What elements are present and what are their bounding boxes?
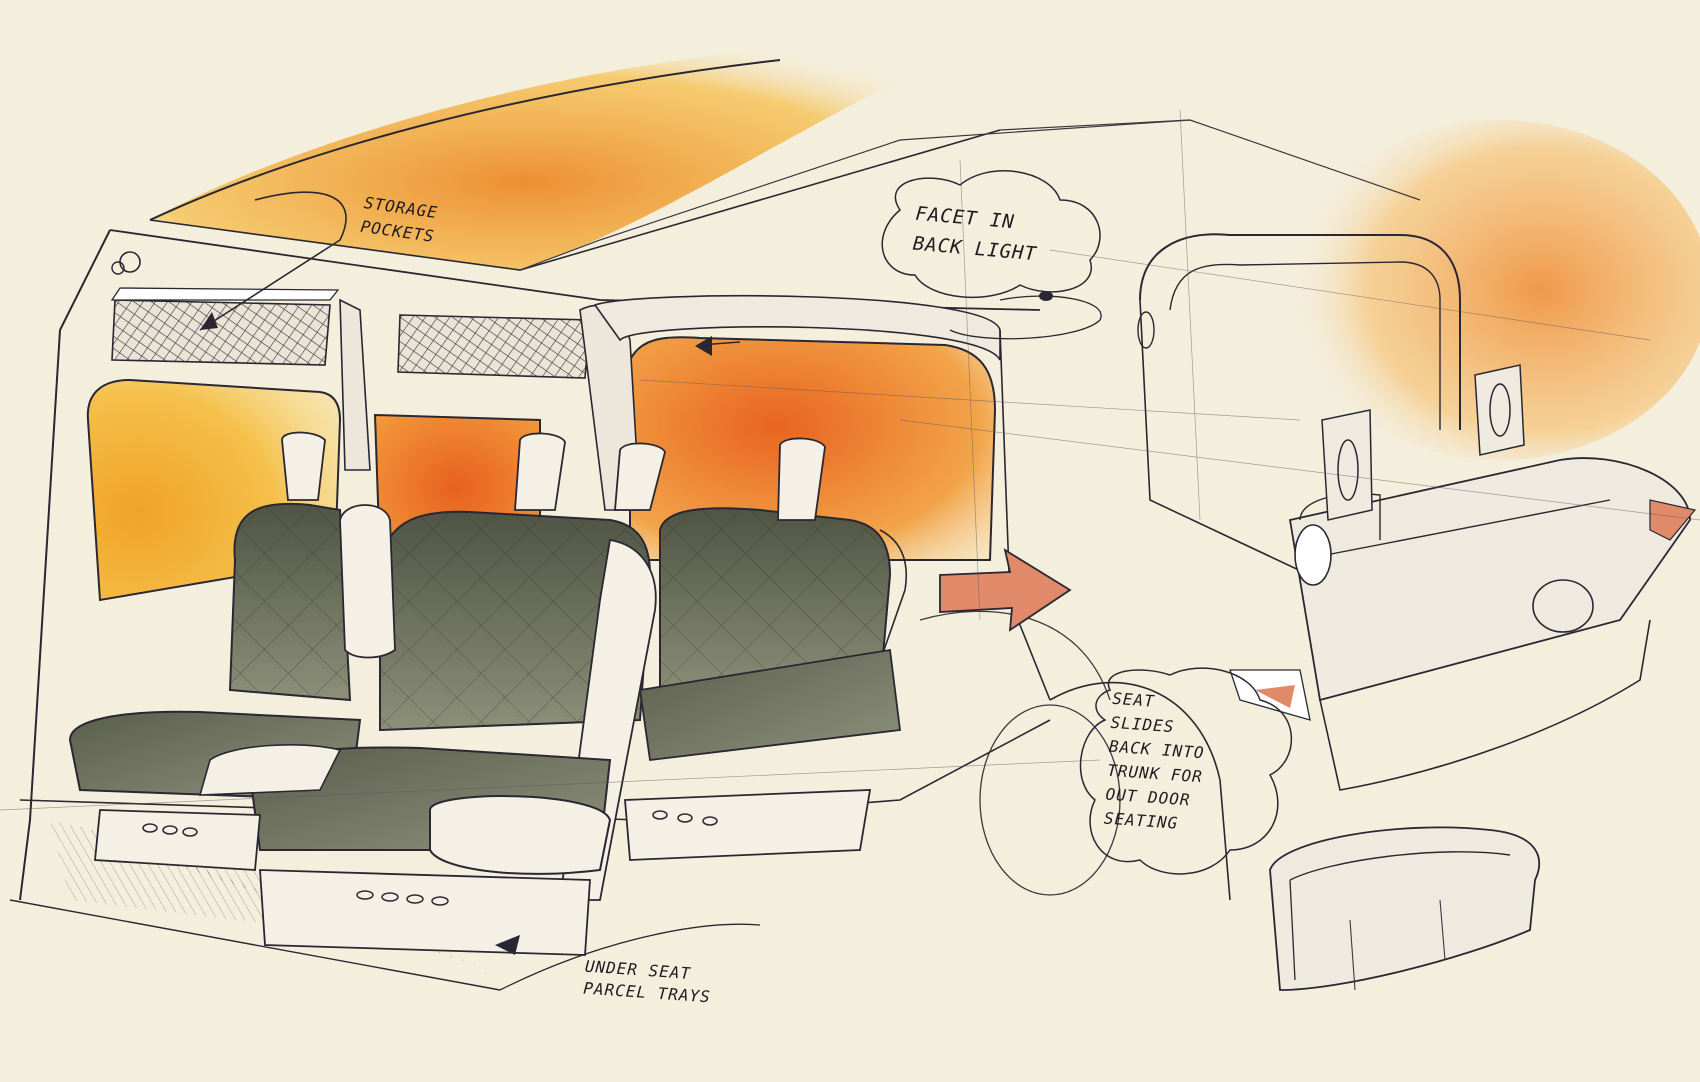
arrow-pointer-icon <box>199 191 347 331</box>
storage-pockets-note: STORAGE POCKETS <box>359 191 439 249</box>
facet-back-light-note: FACET IN BACK LIGHT <box>912 199 1041 270</box>
arrow-right-icon <box>939 548 1072 632</box>
under-seat-parcel-trays-note: UNDER SEAT PARCEL TRAYS <box>583 956 713 1009</box>
seat-slides-note: SEAT SLIDES BACK INTO TRUNK FOR OUT DOOR… <box>1103 687 1209 837</box>
